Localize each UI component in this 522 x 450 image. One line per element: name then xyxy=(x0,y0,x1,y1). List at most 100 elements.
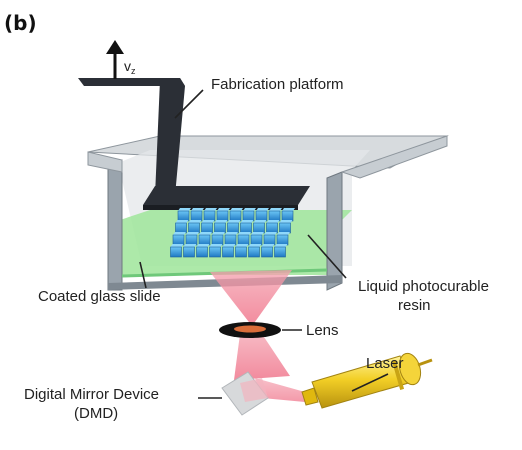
part-cube-top xyxy=(261,244,275,247)
part-cube xyxy=(214,222,226,234)
part-cube-top xyxy=(282,208,295,211)
leader-liquid-resin xyxy=(307,234,347,279)
part-cube xyxy=(240,222,252,234)
part-cube-top xyxy=(217,208,230,211)
part-cube-top xyxy=(256,208,269,211)
part-cube xyxy=(279,222,291,234)
part-cube-top xyxy=(251,232,264,235)
part-cube xyxy=(203,210,216,222)
part-cube xyxy=(224,234,237,246)
part-cube xyxy=(237,234,250,246)
velocity-label: vz xyxy=(124,58,136,76)
label-liquid-resin-line2: resin xyxy=(398,297,431,314)
part-cube xyxy=(170,246,182,258)
part-cube-top xyxy=(274,244,288,247)
velocity-symbol: v xyxy=(124,58,131,74)
part-cube-top xyxy=(175,220,189,223)
printed-part xyxy=(170,208,295,258)
part-cube xyxy=(235,246,247,258)
leader-coated-glass-slide xyxy=(139,261,147,289)
part-cube xyxy=(188,222,200,234)
part-cube xyxy=(266,222,278,234)
part-cube-top xyxy=(186,232,199,235)
part-cube xyxy=(274,246,286,258)
part-cube-top xyxy=(188,220,202,223)
part-cube xyxy=(229,210,242,222)
part-cube xyxy=(248,246,260,258)
leader-laser xyxy=(351,373,389,392)
part-cube xyxy=(268,210,281,222)
part-cube-top xyxy=(269,208,282,211)
part-cube xyxy=(201,222,213,234)
platform-arm-vertical xyxy=(155,78,185,196)
part-cube xyxy=(190,210,203,222)
label-lens: Lens xyxy=(306,322,339,339)
part-cube xyxy=(276,234,289,246)
panel-label: (b) xyxy=(4,11,37,35)
part-cube-top xyxy=(235,244,249,247)
part-cube-top xyxy=(196,244,210,247)
vat-right-rim xyxy=(340,135,448,179)
laser-cable xyxy=(417,358,433,367)
part-cube-top xyxy=(243,208,256,211)
label-dmd-line1: Digital Mirror Device xyxy=(24,386,159,403)
part-cube-top xyxy=(227,220,241,223)
part-cube-top xyxy=(183,244,197,247)
part-cube-top xyxy=(212,232,225,235)
leader-lines xyxy=(139,89,389,399)
label-liquid-resin-line1: Liquid photocurable xyxy=(358,278,489,295)
platform-plate xyxy=(143,186,310,205)
light-path xyxy=(210,270,305,402)
part-cube xyxy=(281,210,294,222)
part-cube xyxy=(177,210,190,222)
part-cube xyxy=(255,210,268,222)
part-cube xyxy=(196,246,208,258)
part-cube-top xyxy=(201,220,215,223)
part-cube-top xyxy=(170,244,184,247)
beam-laser-to-dmd xyxy=(255,378,305,402)
vat-left-wall xyxy=(107,159,123,291)
part-cube-top xyxy=(279,220,293,223)
part-cube-top xyxy=(264,232,277,235)
lens xyxy=(219,322,281,338)
arrow-head xyxy=(106,40,124,54)
label-laser: Laser xyxy=(366,355,404,372)
part-cube xyxy=(250,234,263,246)
platform-arm-top xyxy=(78,78,185,86)
part-cube-top xyxy=(209,244,223,247)
part-cube-top xyxy=(240,220,254,223)
label-dmd-line2: (DMD) xyxy=(74,405,118,422)
part-cube xyxy=(222,246,234,258)
digital-mirror-device xyxy=(221,371,269,416)
part-cube xyxy=(216,210,229,222)
part-cube-top xyxy=(199,232,212,235)
part-cube-top xyxy=(248,244,262,247)
part-cube-top xyxy=(253,220,267,223)
part-cube-top xyxy=(191,208,204,211)
vat-right-wall xyxy=(326,171,343,291)
part-cube xyxy=(172,234,185,246)
label-fabrication-platform: Fabrication platform xyxy=(211,76,344,93)
beam-lower-cone xyxy=(234,334,290,380)
part-cube xyxy=(183,246,195,258)
velocity-subscript: z xyxy=(131,66,136,76)
part-cube xyxy=(185,234,198,246)
label-coated-glass-slide: Coated glass slide xyxy=(38,288,161,305)
part-cube-top xyxy=(222,244,236,247)
part-cube-top xyxy=(266,220,280,223)
part-cube xyxy=(227,222,239,234)
part-cube xyxy=(211,234,224,246)
part-cube xyxy=(261,246,273,258)
part-cube-top xyxy=(214,220,228,223)
dmd-reflection xyxy=(240,378,268,402)
part-cube-top xyxy=(173,232,186,235)
part-cube xyxy=(175,222,187,234)
laser-band xyxy=(391,360,405,390)
fabrication-platform xyxy=(78,78,310,210)
part-cube-top xyxy=(238,232,251,235)
velocity-arrow: vz xyxy=(106,40,136,79)
part-cube-top xyxy=(204,208,217,211)
part-cube-top xyxy=(225,232,238,235)
